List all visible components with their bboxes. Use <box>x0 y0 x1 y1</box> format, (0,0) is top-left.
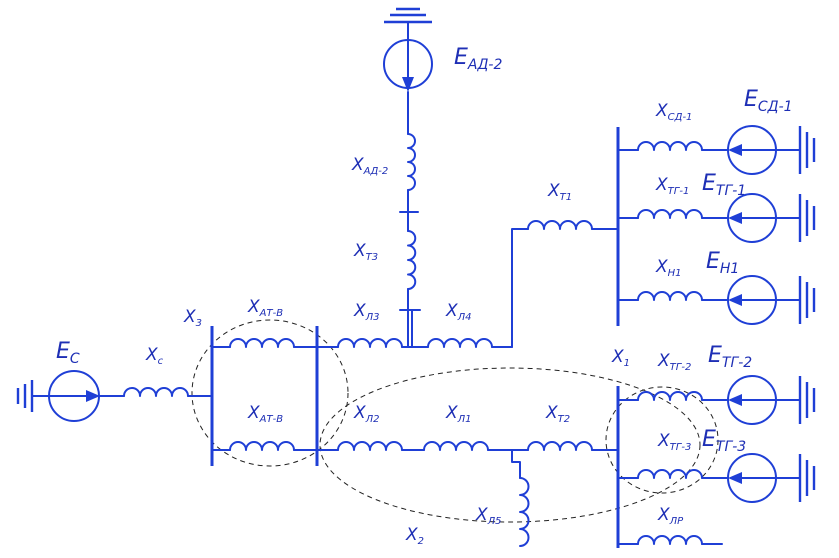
label-xl2: XЛ2 <box>353 403 380 425</box>
source-etg2-arrow-icon <box>728 394 742 406</box>
inductor-xh1 <box>637 291 703 301</box>
ground-etg1-icon <box>798 194 816 242</box>
wire-riser-t1 <box>511 228 529 348</box>
label-xlr: XЛР <box>657 505 684 527</box>
label-etg1: EТГ-1 <box>702 171 746 199</box>
inductor-xlr <box>637 535 703 545</box>
inductor-xtg2 <box>637 391 703 401</box>
source-etg1-arrow-icon <box>728 212 742 224</box>
inductor-xc <box>123 387 189 397</box>
inductor-xtg1 <box>637 209 703 219</box>
label-xl1: XЛ1 <box>445 403 472 425</box>
inductor-xt2 <box>527 441 593 451</box>
inductor-xl2 <box>337 441 403 451</box>
label-xtg2: XТГ-2 <box>657 351 691 373</box>
label-xat-bot: XАТ-В <box>247 403 283 425</box>
label-ead2: EАД-2 <box>454 45 502 73</box>
label-xl3: XЛ3 <box>353 301 380 323</box>
inductor-xl3 <box>337 338 403 348</box>
wire-l5-drop <box>511 449 521 479</box>
label-xl4: XЛ4 <box>445 301 472 323</box>
label-xsd1: XСД-1 <box>655 101 692 123</box>
ground-en1-icon <box>798 276 816 324</box>
inductor-xsd1 <box>637 141 703 151</box>
group-x2-outline <box>319 367 701 523</box>
inductor-xl1 <box>423 441 489 451</box>
inductor-xtg3 <box>637 469 703 479</box>
inductor-xat-bot <box>229 441 295 451</box>
label-xt2: XТ2 <box>545 403 570 425</box>
label-x3: X3 <box>183 307 202 329</box>
label-xat-top: XАТ-В <box>247 297 283 319</box>
label-xt3: XТ3 <box>353 241 378 263</box>
source-esd1-arrow-icon <box>728 144 742 156</box>
source-en1-arrow-icon <box>728 294 742 306</box>
ground-ead2-icon <box>384 7 432 24</box>
label-xtg1: XТГ-1 <box>655 175 689 197</box>
inductor-xad2 <box>407 133 416 191</box>
label-xtg3: XТГ-3 <box>657 431 691 453</box>
inductor-xl4 <box>427 338 493 348</box>
inductor-xat-top <box>229 338 295 348</box>
inductor-xt1 <box>527 220 593 230</box>
source-ec-arrow-icon <box>86 390 100 402</box>
ground-etg3-icon <box>798 454 816 502</box>
label-etg2: EТГ-2 <box>708 343 752 371</box>
source-ead2-arrow-icon <box>402 77 414 92</box>
label-x2: X2 <box>405 525 424 547</box>
group-x1-outline <box>605 386 719 494</box>
label-ec: EС <box>56 339 80 367</box>
label-xad2: XАД-2 <box>351 155 388 177</box>
source-etg3-arrow-icon <box>728 472 742 484</box>
label-xl5: XЛ5 <box>475 505 502 527</box>
inductor-xl5 <box>519 477 530 547</box>
label-xh1: XН1 <box>655 257 682 279</box>
group-x3-outline <box>191 319 349 467</box>
ground-etg2-icon <box>798 376 816 424</box>
ground-esd1-icon <box>798 126 816 174</box>
label-en1: EН1 <box>706 249 739 277</box>
label-etg3: EТГ-3 <box>702 427 746 455</box>
label-xt1: XТ1 <box>547 181 572 203</box>
label-xc: Xс <box>145 345 164 367</box>
ground-ec-icon <box>16 380 34 412</box>
label-x1: X1 <box>611 347 630 369</box>
label-esd1: EСД-1 <box>744 87 793 115</box>
inductor-xt3 <box>407 230 417 290</box>
